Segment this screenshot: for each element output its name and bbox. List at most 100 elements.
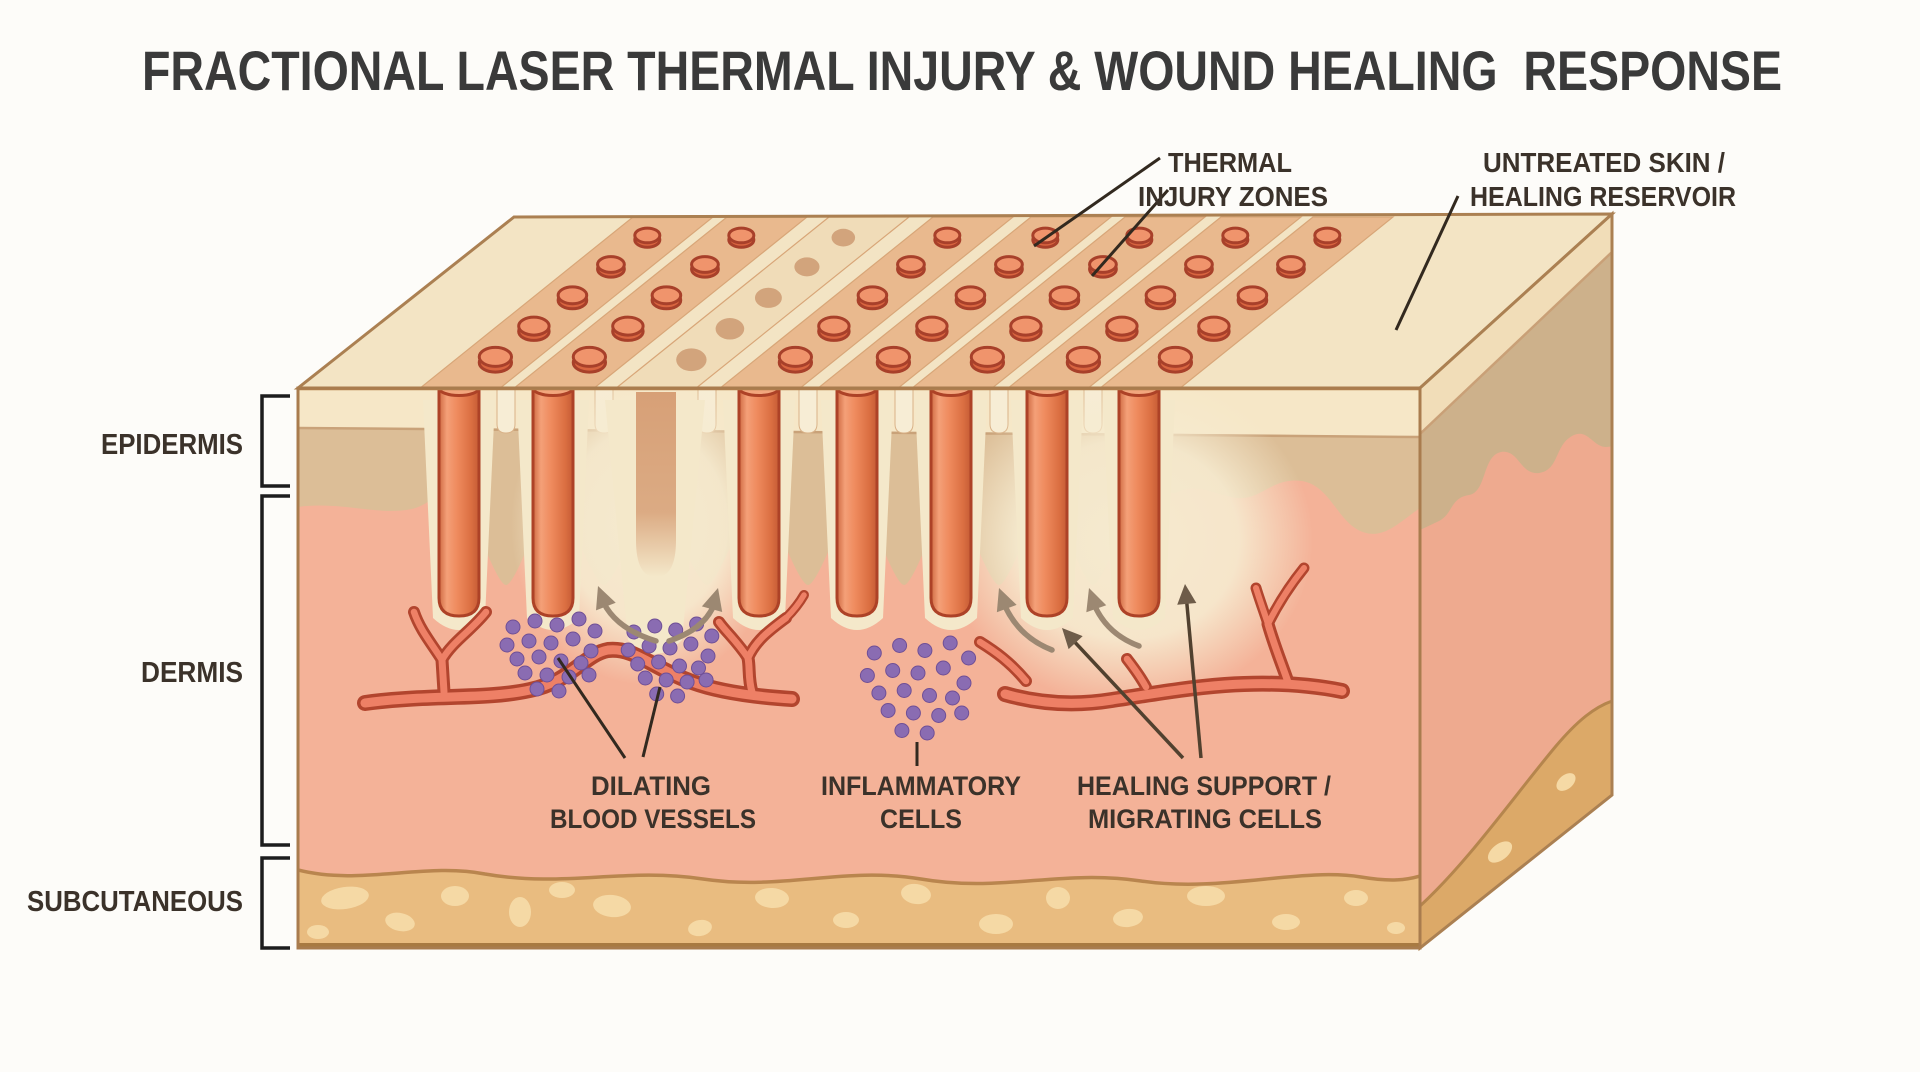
injury-cylinder-top [875,345,912,368]
leader-line [1394,195,1460,331]
leader-line [556,657,627,759]
injury-cylinder-top [611,315,645,337]
fat-blob [1344,890,1368,906]
dermis-bracket [260,494,290,847]
fat-blob [901,883,931,905]
callout-thermal-injury-zones: THERMAL INJURY ZONES [1033,147,1328,277]
surface-groove [798,388,818,434]
leader-line [641,686,662,758]
inflammatory-cell [942,635,958,651]
fat-blob [385,912,415,932]
inflammatory-cell [527,613,543,629]
inflammatory-cell [892,638,908,653]
right-face-epidermis [1420,252,1612,530]
epidermis-bracket [260,394,290,488]
right-face-subcutaneous-boundary [1420,699,1612,908]
inflammatory-cell [935,660,951,676]
annotation-layer: FRACTIONAL LASER THERMAL INJURY & WOUND … [27,39,1782,950]
callout-inflammatory-cells: INFLAMMATORY CELLS [821,742,1021,834]
inflammatory-cell [620,642,636,658]
subcutaneous-label: SUBCUTANEOUS [27,886,243,918]
dilating-label-line1: DILATING [591,771,711,801]
fat-blob [1113,908,1143,928]
inflammatory-cell [859,668,875,683]
callout-healing-support: HEALING SUPPORT / MIGRATING CELLS [1062,584,1331,834]
dermis-label: DERMIS [141,657,243,689]
inflammatory-cell [583,643,599,659]
injury-cylinder-top [1144,285,1177,306]
fat-blob [509,897,531,927]
injury-cylinder-top [856,285,889,306]
fat-blob [441,886,469,906]
fat-blob [1187,886,1225,906]
fat-blob [833,912,859,928]
right-face-subcutaneous [1420,701,1612,948]
healing-migration-arrows [596,586,1142,653]
front-subcutaneous [298,870,1420,946]
inflammatory-cell [499,637,515,653]
inflammatory-cell [679,674,695,690]
fat-blob [307,925,329,939]
thermal-injury-zones-label-line2: INJURY ZONES [1138,181,1328,212]
fat-blob [549,882,575,898]
inflammatory-cell [565,631,581,647]
injury-cylinder-top [633,226,662,245]
subcutaneous-bracket [260,856,290,950]
blood-vessel [1265,565,1307,627]
inflammatory-cell [704,628,720,644]
inflammatory-cell [698,672,714,688]
injury-cylinder-top [556,285,589,306]
inflammatory-cell [905,705,921,721]
inflammatory-cell [896,683,912,698]
injury-cylinder-top [933,226,962,245]
leader-line [1090,189,1170,277]
inflammatory-cell [894,723,910,738]
fat-blob [1046,887,1070,909]
inflammatory-cell [956,675,972,691]
injury-cylinder-top [817,315,851,337]
fat-blob [755,887,789,909]
surface-groove [894,388,914,434]
arrowhead-icon [596,586,616,611]
injury-cylinder-top [477,345,514,368]
inflammatory-label-line2: CELLS [880,804,962,834]
injury-cylinder-top [1105,315,1139,337]
thermal-injury-column [437,388,481,618]
healing-support-label-line1: HEALING SUPPORT / [1077,771,1331,801]
blood-vessel [1123,655,1150,691]
inflammatory-cell [505,619,521,635]
thermal-injury-column [1117,388,1161,618]
healed-spot [794,257,820,277]
inflammatory-label-line1: INFLAMMATORY [821,771,1021,801]
fat-blob [979,914,1013,934]
injury-cylinder-top [571,345,608,368]
surface-groove [496,388,516,434]
inflammatory-cell [871,685,887,701]
injury-cylinder-top [915,315,949,337]
leader-arrow-line [1068,635,1185,760]
inflammatory-cell [517,665,533,681]
epidermis-label: EPIDERMIS [101,429,243,461]
inflammatory-cell [683,636,699,652]
inflammatory-cell [919,725,935,741]
thermal-injury-column [737,388,781,618]
injury-cylinder-top [1157,345,1194,368]
injury-cylinder-top [1236,285,1269,306]
inflammatory-cell [658,672,674,688]
thermal-injury-column [835,388,879,618]
inflammatory-cell [866,645,882,661]
inflammatory-cell [531,649,547,665]
blood-vessel [410,608,446,664]
skin-block-right-face [1418,210,1614,952]
skin-block-front-face [298,388,1420,948]
arrowhead-icon [701,588,723,613]
inflammatory-cell [539,667,555,683]
inflammatory-cell [945,690,960,706]
arrowhead-icon [996,588,1017,613]
injury-cylinder-top [994,255,1024,274]
blood-vessels [357,562,1350,712]
callout-untreated-skin: UNTREATED SKIN / HEALING RESERVOIR [1394,147,1736,331]
blood-vessel [1264,620,1292,686]
inflammatory-cell [571,611,587,627]
inflammatory-cell [521,633,537,649]
